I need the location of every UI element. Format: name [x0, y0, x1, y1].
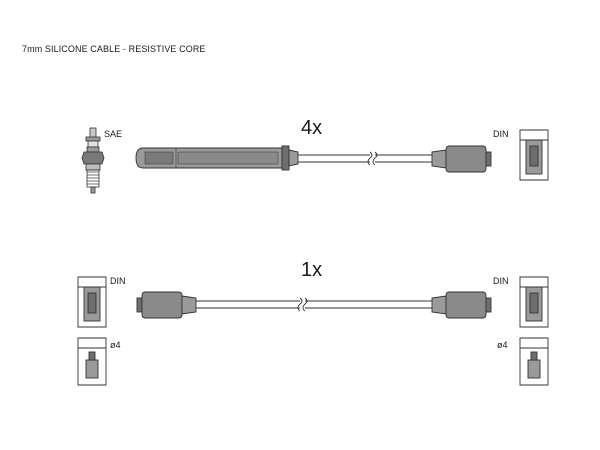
phi4-terminal-left-icon [77, 337, 107, 386]
din-terminal-right-icon [519, 276, 549, 328]
connector-label-phi4-right: ø4 [497, 340, 508, 350]
plug-boot-long [135, 145, 299, 171]
din-terminal-icon [519, 129, 549, 181]
connector-label-din-left: DIN [110, 276, 126, 286]
phi4-terminal-right-icon [519, 337, 549, 386]
connector-label-phi4-left: ø4 [110, 340, 121, 350]
spark-plug-icon [81, 127, 105, 194]
distributor-boot-right-4x [431, 145, 492, 173]
connector-label-din-right: DIN [493, 276, 509, 286]
connector-label-sae: SAE [104, 129, 122, 139]
diagram-title: 7mm SILICONE CABLE - RESISTIVE CORE [22, 44, 206, 54]
quantity-label-1x: 1x [301, 259, 322, 281]
distributor-boot-left-1x [136, 291, 197, 319]
cable-set-4x: 4x SAE [81, 117, 549, 194]
distributor-boot-right-1x [431, 291, 492, 319]
cable-1x [196, 297, 432, 312]
quantity-label-4x: 4x [301, 117, 322, 139]
connector-label-din: DIN [493, 129, 509, 139]
cable-4x [298, 151, 432, 166]
cable-set-1x: 1x DIN ø4 [77, 259, 549, 386]
din-terminal-left-icon [77, 276, 107, 328]
